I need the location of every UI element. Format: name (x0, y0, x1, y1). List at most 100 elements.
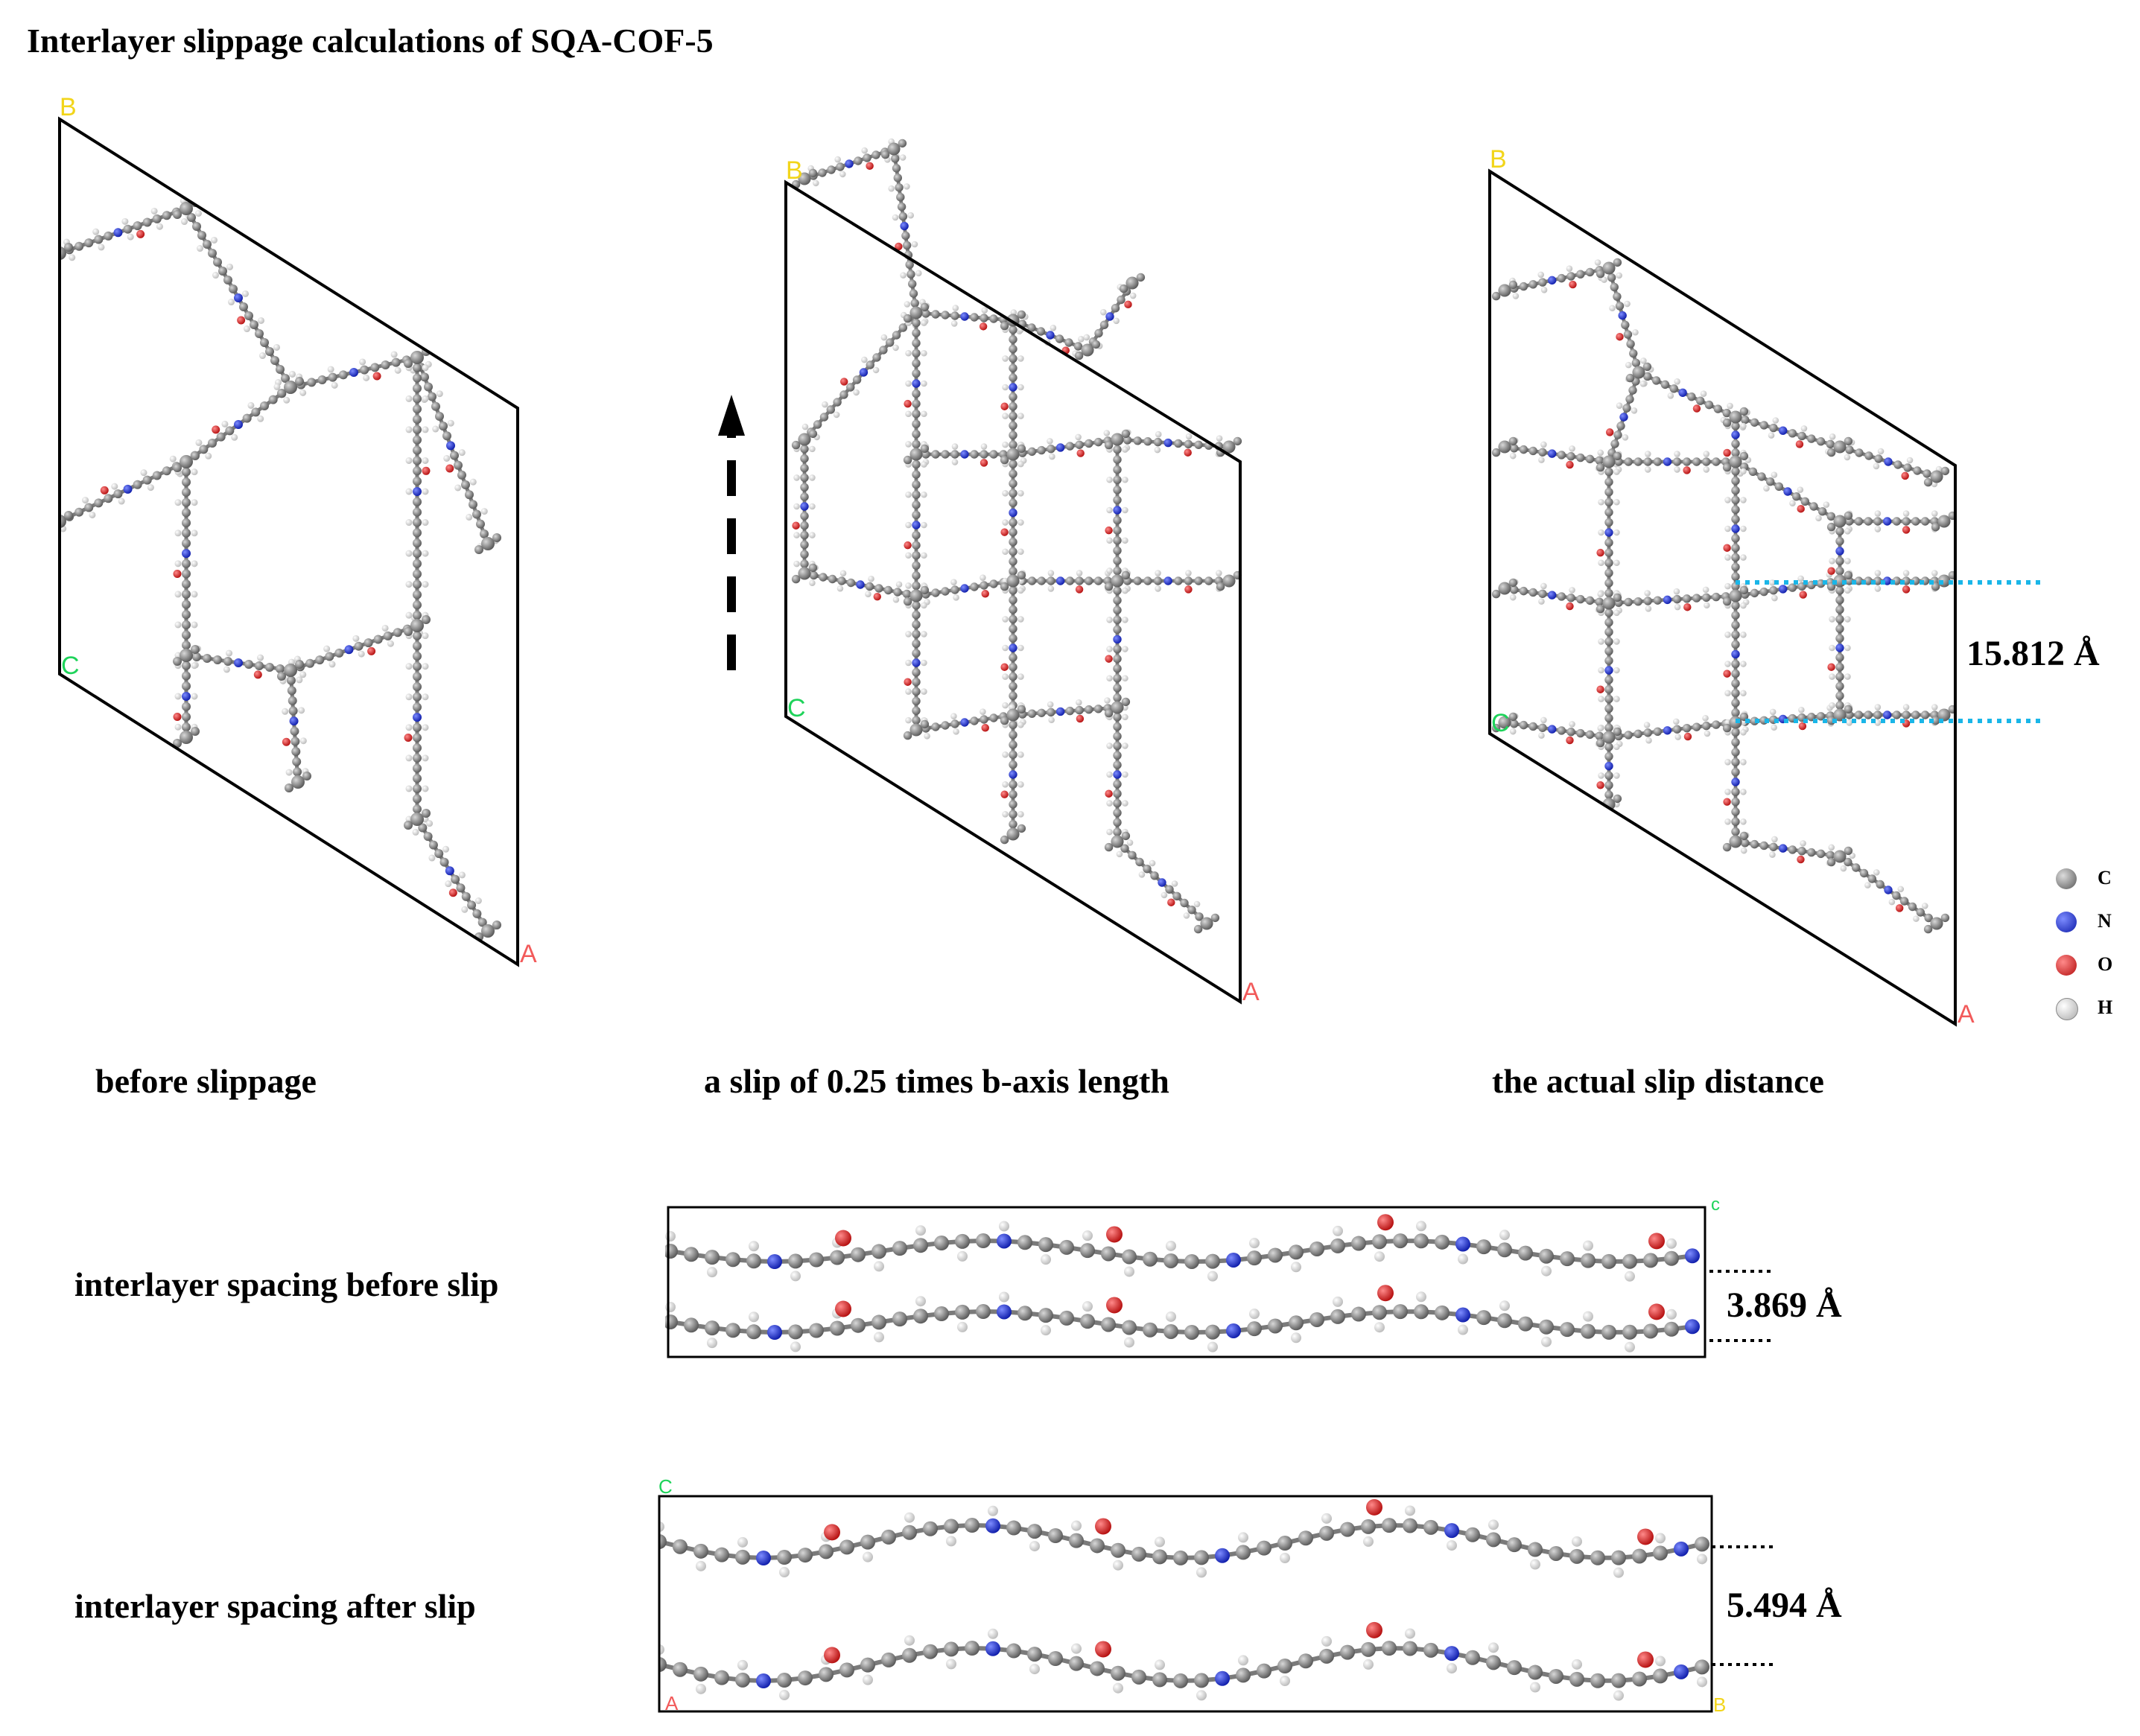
carbon-atom (477, 918, 487, 927)
hydrogen-atom (1538, 457, 1545, 463)
carbon-atom (798, 172, 811, 185)
carbon-atom (714, 1547, 729, 1562)
hydrogen-atom (1931, 510, 1938, 517)
hydrogen-atom (1122, 646, 1128, 652)
carbon-atom (800, 463, 809, 473)
carbon-atom (1604, 488, 1613, 497)
carbon-atom (1135, 857, 1144, 867)
carbon-atom (182, 538, 191, 548)
carbon-atom (1844, 570, 1853, 580)
carbon-atom (1009, 567, 1017, 576)
carbon-atom (1854, 710, 1864, 719)
carbon-atom (897, 202, 907, 212)
carbon-atom (1104, 582, 1114, 591)
carbon-atom (1009, 691, 1017, 700)
carbon-atom (950, 311, 959, 320)
hydrogen-atom (469, 478, 477, 486)
carbon-atom (1596, 604, 1605, 614)
hydrogen-atom (1597, 591, 1604, 598)
hydrogen-atom (899, 154, 907, 161)
carbon-atom (1184, 1253, 1199, 1269)
carbon-atom (1009, 614, 1017, 624)
carbon-atom (413, 702, 422, 712)
hydrogen-atom (1124, 1266, 1134, 1277)
nitrogen-atom (800, 502, 809, 511)
hydrogen-atom (458, 871, 466, 879)
hydrogen-atom (1017, 548, 1024, 556)
oxygen-atom (367, 646, 376, 655)
oxygen-atom (835, 1230, 851, 1247)
hydrogen-atom (1702, 586, 1709, 594)
hydrogen-atom (174, 693, 182, 700)
hydrogen-atom (1645, 451, 1651, 457)
hydrogen-atom (1050, 325, 1057, 331)
carbon-atom (979, 581, 988, 590)
carbon-atom (1498, 582, 1511, 595)
carbon-atom (1113, 798, 1122, 808)
nitrogen-atom (1604, 761, 1613, 771)
nitrogen-atom (1215, 1548, 1230, 1563)
carbon-atom (830, 1320, 845, 1336)
hydrogen-atom (405, 724, 413, 731)
nitrogen-atom (1113, 506, 1122, 515)
side-label-b-2: B (1713, 1694, 1726, 1716)
carbon-atom (265, 347, 274, 356)
hydrogen-atom (1249, 1238, 1260, 1249)
hydrogen-atom (1740, 729, 1747, 736)
hydrogen-atom (1075, 433, 1082, 441)
nitrogen-atom (900, 221, 909, 231)
hydrogen-atom (1598, 499, 1604, 506)
carbon-atom (1632, 366, 1645, 379)
carbon-atom (180, 202, 193, 215)
nitrogen-atom (413, 487, 422, 496)
carbon-atom (1731, 767, 1740, 777)
hydrogen-atom (895, 581, 903, 588)
hydrogen-atom (1017, 587, 1024, 594)
oxygen-atom (1827, 567, 1835, 575)
carbon-atom (1330, 1309, 1345, 1324)
carbon-atom (1940, 466, 1950, 476)
carbon-atom (1769, 423, 1778, 433)
carbon-atom (1510, 585, 1519, 594)
carbon-atom (182, 702, 191, 711)
hydrogen-atom (195, 439, 203, 446)
carbon-atom (1528, 280, 1537, 289)
carbon-atom (1610, 439, 1619, 448)
carbon-atom (1037, 708, 1046, 717)
carbon-atom (1528, 1542, 1543, 1557)
oxygen-atom (1566, 602, 1574, 611)
carbon-atom (798, 567, 811, 580)
carbon-atom (1596, 738, 1605, 748)
hydrogen-atom (1740, 632, 1747, 638)
carbon-atom (852, 375, 862, 384)
hydrogen-atom (1082, 1230, 1093, 1241)
carbon-atom (229, 284, 238, 293)
carbon-atom (1731, 562, 1740, 572)
hydrogen-atom (1238, 1655, 1248, 1666)
hydrogen-atom (1643, 722, 1651, 728)
carbon-atom (1518, 1245, 1533, 1261)
carbon-atom (363, 638, 373, 648)
hydrogen-atom (174, 560, 182, 567)
carbon-atom (979, 715, 988, 724)
carbon-atom (1065, 442, 1075, 451)
carbon-atom (1143, 1251, 1158, 1267)
hydrogen-atom (258, 352, 266, 360)
hydrogen-atom (1724, 818, 1731, 825)
carbon-atom (1074, 351, 1084, 360)
carbon-atom (912, 601, 921, 610)
carbon-atom (1528, 1665, 1543, 1680)
carbon-atom (413, 579, 422, 589)
hydrogen-atom (1703, 466, 1710, 473)
hydrogen-atom (793, 560, 800, 567)
hydrogen-atom (328, 661, 336, 668)
hydrogen-atom (1002, 441, 1009, 448)
hydrogen-atom (839, 570, 847, 577)
carbon-atom (1623, 330, 1633, 339)
carbon-atom (454, 460, 463, 470)
hydrogen-atom (1106, 646, 1113, 652)
carbon-atom (413, 774, 422, 783)
hydrogen-atom (1249, 1309, 1260, 1320)
oxygen-atom (1723, 670, 1731, 678)
hydrogen-atom-icon (2056, 998, 2078, 1020)
